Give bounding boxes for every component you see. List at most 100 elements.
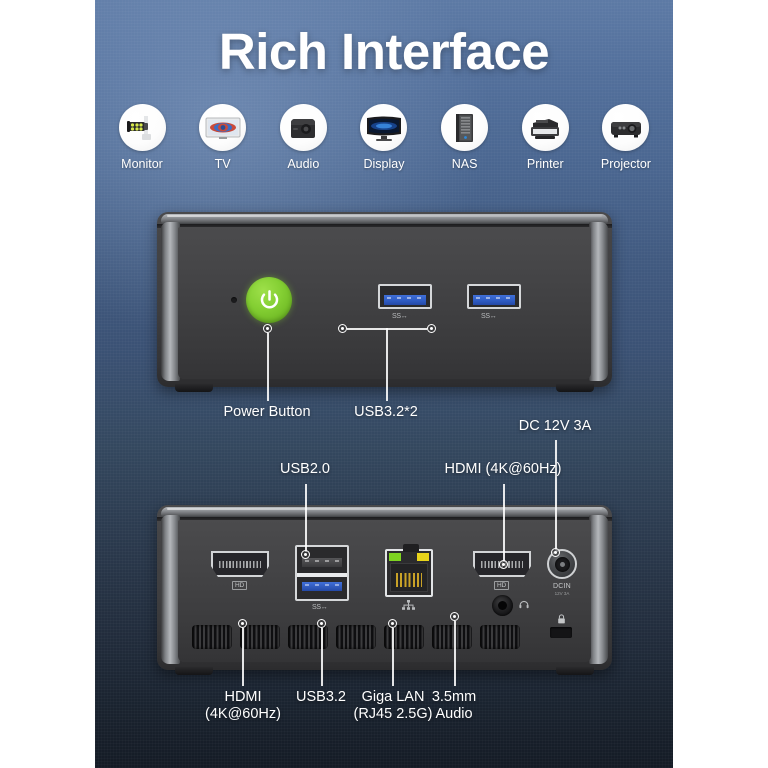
callout-target-usb20 (301, 550, 310, 559)
hdmi-port-left[interactable] (211, 551, 269, 577)
rj45-ethernet-port[interactable] (385, 544, 433, 597)
usb-ss-marking: SS↔ (481, 313, 497, 320)
chassis-left-column (161, 515, 180, 664)
usb-tongue (473, 295, 515, 305)
printer-icon (521, 104, 569, 151)
compat-item-nas[interactable]: NAS (426, 104, 504, 171)
callout-hdmi-bottom: HDMI (4K@60Hz) (205, 689, 281, 723)
callout-lead-usb20 (305, 484, 307, 552)
chassis-foot-left (175, 667, 213, 675)
callout-target-usb32-rear (317, 619, 326, 628)
rear-panel-device: HD SS↔ (157, 505, 612, 675)
compat-label: Audio (287, 157, 320, 171)
vent-grille (432, 625, 472, 649)
compat-label: Monitor (121, 157, 163, 171)
hdmi-pins (219, 561, 261, 568)
front-panel-device: SS↔ SS↔ (157, 212, 612, 392)
power-button[interactable] (246, 277, 292, 323)
callout-usb20: USB2.0 (280, 461, 330, 477)
usb32-port-2[interactable] (467, 284, 521, 309)
callout-target-usb1 (338, 324, 347, 333)
page-title: Rich Interface (218, 23, 550, 80)
compat-item-projector[interactable]: Projector (587, 104, 665, 171)
callout-dc-power: DC 12V 3A (518, 418, 592, 434)
rear-chassis: HD SS↔ (157, 505, 612, 670)
kensington-lock-slot (550, 627, 572, 638)
chassis-bezel-shadow (157, 517, 612, 521)
vent-grille (192, 625, 232, 649)
power-symbol-icon (260, 289, 278, 308)
callout-target-hdmi-top (499, 560, 508, 569)
chassis-foot-left (175, 384, 213, 392)
vent-grille (240, 625, 280, 649)
hdmi-marking-left: HD (232, 581, 247, 590)
compat-label: Projector (600, 157, 651, 171)
callout-lead-hdmi-bottom (242, 628, 244, 686)
usb32-port-rear[interactable] (300, 574, 344, 596)
callout-target-lan (388, 619, 397, 628)
usb-ss-marking: SS↔ (392, 313, 408, 320)
callout-usb32-rear: USB3.2 (296, 689, 346, 705)
power-led-indicator (231, 297, 237, 303)
blue-gradient-panel: Rich Interface (95, 0, 673, 768)
chassis-top-bezel (161, 214, 608, 224)
callout-target-hdmi-bottom (238, 619, 247, 628)
compat-item-audio[interactable]: Audio (264, 104, 342, 171)
vent-grille (336, 625, 376, 649)
compat-item-tv[interactable]: TV (184, 104, 262, 171)
rj45-body (390, 563, 428, 592)
headphone-icon (519, 599, 529, 611)
usb-stack-divider (297, 573, 347, 577)
callout-lead-hdmi-top (503, 484, 505, 562)
usb-tongue (302, 582, 342, 591)
lan-led-green (389, 553, 401, 561)
compat-label: NAS (451, 157, 478, 171)
front-chassis: SS↔ SS↔ (157, 212, 612, 387)
callout-lead-dc (555, 440, 557, 550)
nas-tower-icon (441, 104, 489, 151)
television-icon (199, 104, 247, 151)
callout-power-button: Power Button (223, 404, 311, 420)
callout-giga-lan: Giga LAN (RJ45 2.5G) (353, 689, 433, 723)
compat-label: Printer (526, 157, 564, 171)
chassis-left-column (161, 222, 180, 381)
lan-led-yellow (417, 553, 429, 561)
audio-jack-35mm[interactable] (492, 595, 513, 616)
callout-target-dc (551, 548, 560, 557)
compat-item-printer[interactable]: Printer (506, 104, 584, 171)
usb-ss-marking-rear: SS↔ (312, 604, 328, 611)
callout-target-power (263, 324, 272, 333)
compat-item-display[interactable]: Display (345, 104, 423, 171)
compat-item-monitor[interactable]: Monitor (103, 104, 181, 171)
curved-monitor-icon (360, 104, 408, 151)
chassis-bezel-shadow (157, 224, 612, 228)
network-icon (402, 600, 415, 612)
dcin-marking: DCIN (553, 583, 571, 590)
rj45-latch-tab (403, 544, 419, 552)
usb20-port[interactable] (300, 550, 344, 572)
callout-lead-usb (386, 328, 388, 401)
callout-lead-power (267, 333, 269, 401)
compat-label: TV (214, 157, 231, 171)
callout-target-audio (450, 612, 459, 621)
usb-tongue (384, 295, 426, 305)
vent-grille (384, 625, 424, 649)
callout-lead-lan (392, 628, 394, 686)
compatibility-icon-row: Monitor TV (103, 104, 665, 171)
usb32-port-1[interactable] (378, 284, 432, 309)
chassis-foot-right (556, 384, 594, 392)
hdmi-marking-right: HD (494, 581, 509, 590)
compat-label: Display (363, 157, 405, 171)
security-camera-icon (118, 104, 166, 151)
callout-usb32x2: USB3.2*2 (354, 404, 418, 420)
chassis-right-column (589, 515, 608, 664)
chassis-top-bezel (161, 507, 608, 517)
lock-icon (557, 614, 566, 626)
callout-hdmi-top: HDMI (4K@60Hz) (444, 461, 562, 477)
rj45-contacts (396, 573, 422, 587)
dcin-rating-marking: 12V 3A (554, 591, 570, 596)
callout-lead-usb32-rear (321, 628, 323, 686)
speaker-icon (279, 104, 327, 151)
callout-lead-audio (454, 621, 456, 686)
